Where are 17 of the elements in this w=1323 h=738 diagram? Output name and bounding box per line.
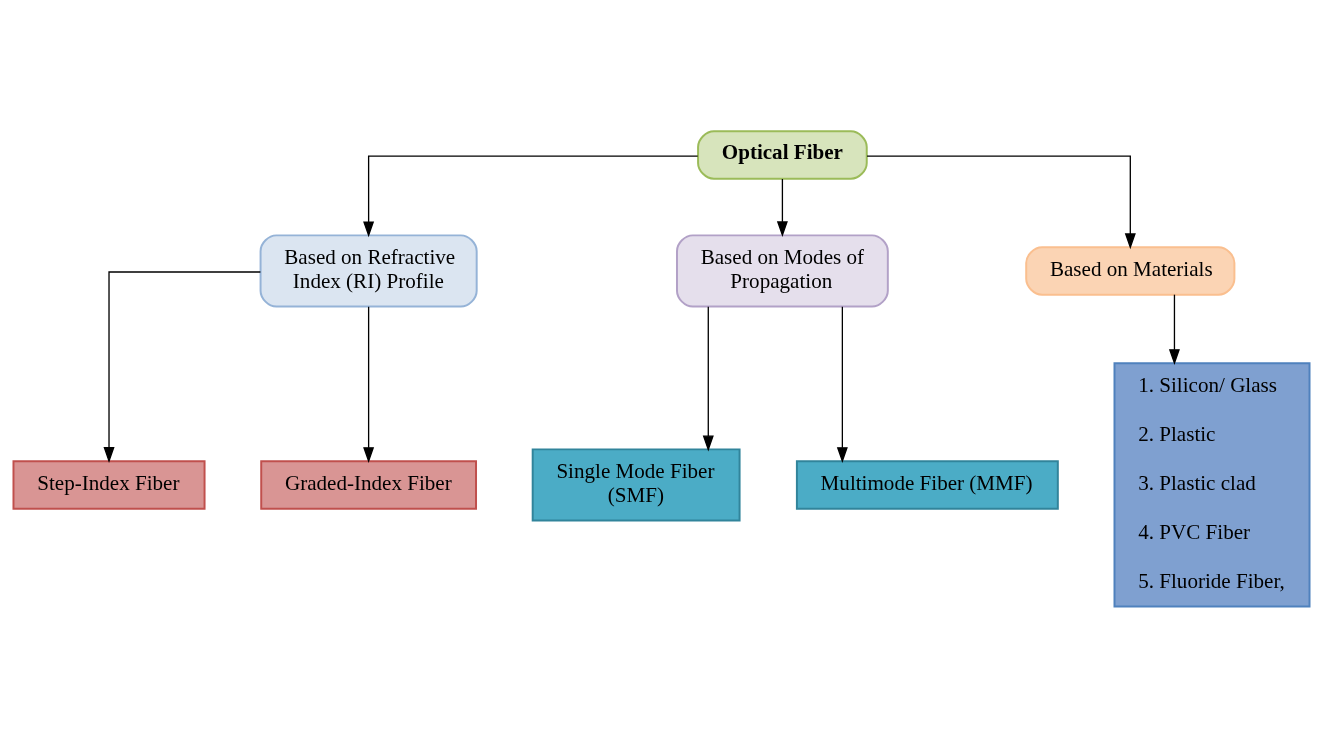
arrow — [836, 306, 848, 463]
node-box: Graded-Index Fiber — [260, 460, 477, 510]
arrow — [702, 306, 714, 452]
node-box: 1. Silicon/ Glass 2. Plastic 3. Plastic clad 4. PVC Fiber 5. Fluoride Fiber, — [1113, 362, 1311, 608]
node-box: Optical Fiber — [697, 130, 868, 180]
arrow — [363, 306, 375, 463]
arrow — [103, 271, 262, 463]
arrow — [866, 155, 1136, 250]
node-box: Based on Modes of Propagation — [676, 234, 889, 308]
node-box: Multimode Fiber (MMF) — [795, 460, 1059, 510]
node-box: Step-Index Fiber — [12, 460, 206, 510]
node-box: Single Mode Fiber (SMF) — [531, 448, 741, 522]
arrow — [1168, 294, 1180, 365]
arrow — [363, 155, 699, 238]
node-box: Based on Materials — [1025, 246, 1236, 296]
arrow — [776, 178, 788, 238]
node-box: Based on Refractive Index (RI) Profile — [259, 234, 478, 308]
